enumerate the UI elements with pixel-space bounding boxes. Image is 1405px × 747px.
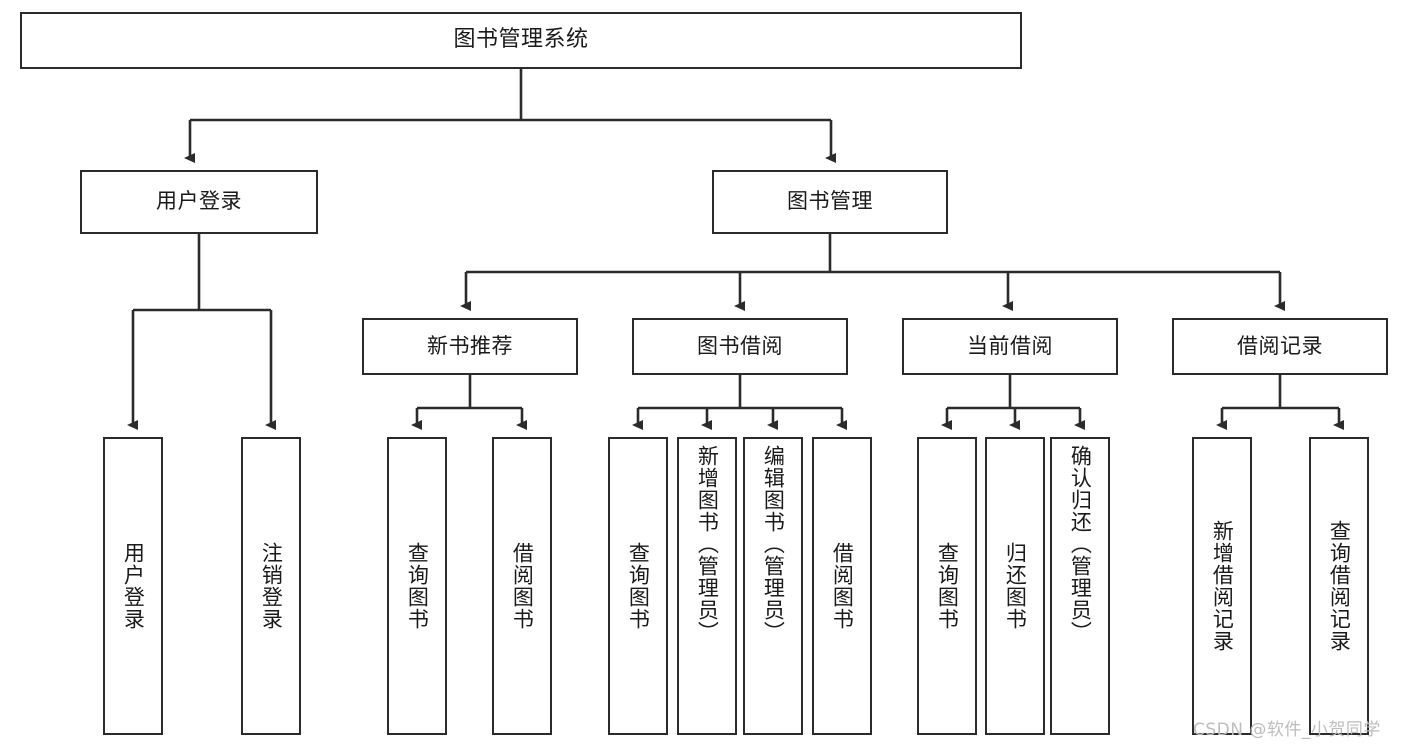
node-label: 查询图书 (626, 542, 651, 630)
node-book-management[interactable]: 图书管理 (712, 170, 948, 234)
leaf-confirm-return-admin[interactable]: 确认归还（管理员） (1050, 437, 1110, 735)
node-label: 归还图书 (1003, 542, 1028, 630)
node-current-borrow[interactable]: 当前借阅 (902, 318, 1118, 375)
node-label: 图书管理系统 (453, 27, 589, 53)
node-user-login[interactable]: 用户登录 (80, 170, 318, 234)
leaf-query-book-current[interactable]: 查询图书 (917, 437, 977, 735)
node-label: 借阅图书 (510, 542, 535, 630)
leaf-add-book-admin[interactable]: 新增图书（管理员） (677, 437, 737, 735)
node-label: 新增借阅记录 (1210, 520, 1235, 652)
node-root-system[interactable]: 图书管理系统 (20, 12, 1022, 69)
node-label: 编辑图书（管理员） (761, 445, 786, 643)
leaf-borrow-book-new[interactable]: 借阅图书 (492, 437, 552, 735)
node-new-book-recommend[interactable]: 新书推荐 (362, 318, 578, 375)
leaf-query-borrow-record[interactable]: 查询借阅记录 (1309, 437, 1369, 735)
leaf-edit-book-admin[interactable]: 编辑图书（管理员） (743, 437, 803, 735)
node-label: 当前借阅 (967, 333, 1053, 358)
node-label: 图书借阅 (697, 333, 783, 358)
node-label: 查询图书 (935, 542, 960, 630)
leaf-return-book[interactable]: 归还图书 (985, 437, 1045, 735)
node-label: 查询图书 (405, 542, 430, 630)
node-book-borrow[interactable]: 图书借阅 (632, 318, 848, 375)
leaf-borrow-book[interactable]: 借阅图书 (812, 437, 872, 735)
node-label: 用户登录 (156, 189, 242, 214)
node-label: 新书推荐 (427, 333, 513, 358)
leaf-add-borrow-record[interactable]: 新增借阅记录 (1192, 437, 1252, 735)
node-label: 借阅记录 (1237, 333, 1323, 358)
node-label: 用户登录 (121, 542, 146, 630)
leaf-query-book-new[interactable]: 查询图书 (387, 437, 447, 735)
watermark-text: CSDN @软件_小贺同学 (1193, 720, 1381, 740)
node-label: 确认归还（管理员） (1068, 445, 1093, 643)
leaf-logout[interactable]: 注销登录 (241, 437, 301, 735)
node-label: 查询借阅记录 (1327, 520, 1352, 652)
node-label: 借阅图书 (830, 542, 855, 630)
leaf-user-login[interactable]: 用户登录 (103, 437, 163, 735)
leaf-query-book-borrow[interactable]: 查询图书 (608, 437, 668, 735)
node-label: 新增图书（管理员） (695, 445, 720, 643)
node-label: 注销登录 (259, 542, 284, 630)
node-label: 图书管理 (787, 189, 873, 214)
node-borrow-record[interactable]: 借阅记录 (1172, 318, 1388, 375)
